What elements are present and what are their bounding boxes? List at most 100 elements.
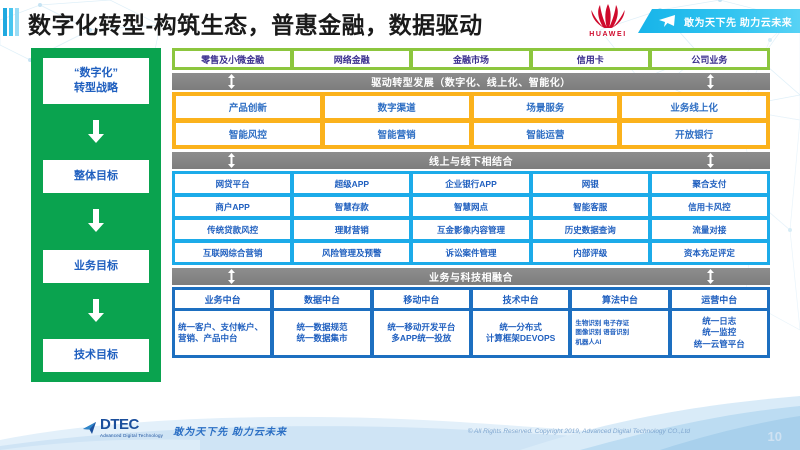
band-online-offline-title: 线上与线下相结合 [429,157,513,168]
middle-platforms-block: 业务中台 统一客户、支付帐户、营销、产品中台 数据中台 统一数据规范 统一数据集… [172,287,770,358]
platform-header-data: 数据中台 [274,290,370,308]
huawei-wordmark: HUAWEI [589,31,627,38]
drive-cell-1-1[interactable]: 智能营销 [324,123,469,145]
title-accent-bars [3,8,25,36]
drive-cell-1-3[interactable]: 开放银行 [622,123,766,145]
oo-cell-3-1[interactable]: 风险管理及预警 [294,243,410,262]
drive-row-1: 智能风控 智能营销 智能运营 开放银行 [176,123,766,145]
oo-cell-0-4[interactable]: 聚合支付 [651,174,768,193]
footer-wave-decoration [0,396,800,450]
footer-slogan: 敢为天下先 助力云未来 [173,427,287,438]
platform-body-mobile: 统一移动开发平台 多APP统一投放 [373,311,469,355]
platform-header-algorithm: 算法中台 [572,290,668,308]
oo-cell-0-1[interactable]: 超级APP [294,174,410,193]
oo-cell-0-0[interactable]: 网贷平台 [175,174,291,193]
band-business-tech-fusion: 业务与科技相融合 [172,268,770,285]
up-down-arrow-icon [228,74,235,89]
business-line-1[interactable]: 网络金融 [294,51,410,67]
dtec-tagline: Advanced Digital Technology [100,433,164,438]
paper-plane-icon [659,15,675,27]
middle-platforms-row: 业务中台 统一客户、支付帐户、营销、产品中台 数据中台 统一数据规范 统一数据集… [175,290,767,355]
up-down-arrow-icon [707,74,714,89]
dtec-logo: DTEC Advanced Digital Technology 敢为天下先 助… [82,417,287,438]
drive-cell-0-1[interactable]: 数字渠道 [324,96,469,118]
content-stack: 零售及小微金融 网络金融 金融市场 信用卡 公司业务 驱动转型发展（数字化、线上… [172,48,770,358]
platform-header-operations: 运营中台 [671,290,767,308]
platform-column-operations[interactable]: 运营中台 统一日志 统一监控 统一云管平台 [671,290,767,355]
business-line-3[interactable]: 信用卡 [532,51,648,67]
down-arrow-3 [87,283,105,339]
platform-body-business: 统一客户、支付帐户、营销、产品中台 [175,311,271,355]
copyright-text: © All Rights Reserved. Copyright 2019, A… [467,428,690,435]
band-drive-transformation: 驱动转型发展（数字化、线上化、智能化） [172,73,770,90]
oo-cell-3-0[interactable]: 互联网综合营销 [175,243,291,262]
oo-cell-1-1[interactable]: 智慧存款 [294,197,410,216]
down-arrow-icon [88,120,104,144]
drive-capabilities-block: 产品创新 数字渠道 场景服务 业务线上化 智能风控 智能营销 智能运营 开放银行 [172,92,770,149]
platform-column-business[interactable]: 业务中台 统一客户、支付帐户、营销、产品中台 [175,290,271,355]
drive-row-0: 产品创新 数字渠道 场景服务 业务线上化 [176,96,766,118]
oo-cell-1-0[interactable]: 商户APP [175,197,291,216]
platform-column-technology[interactable]: 技术中台 统一分布式 计算框架DEVOPS [472,290,569,355]
oo-cell-2-0[interactable]: 传统贷款风控 [175,220,291,239]
slide-footer: DTEC Advanced Digital Technology 敢为天下先 助… [0,394,800,450]
dtec-mark: DTEC Advanced Digital Technology [82,417,163,438]
slide-header: 数字化转型-构筑生态，普惠金融，数据驱动 HUAWEI 敢为天下先 助力云未来 [0,0,800,44]
oo-cell-3-3[interactable]: 内部评级 [532,243,648,262]
dtec-arrow-icon [83,421,96,434]
huawei-logo: HUAWEI [580,2,636,42]
drive-cell-0-2[interactable]: 场景服务 [473,96,618,118]
strategy-steps-column: “数字化”转型战略 整体目标 业务目标 技术目标 [31,48,161,382]
ribbon-text: 敢为天下先 助力云未来 [684,17,793,29]
step-technology-goal[interactable]: 技术目标 [43,338,149,372]
page-title: 数字化转型-构筑生态，普惠金融，数据驱动 [28,12,483,38]
drive-cell-0-0[interactable]: 产品创新 [176,96,320,118]
oo-cell-3-4[interactable]: 资本充足评定 [651,243,768,262]
business-line-0[interactable]: 零售及小微金融 [175,51,291,67]
page-number: 10 [767,429,782,444]
band-online-offline: 线上与线下相结合 [172,152,770,169]
platform-body-operations: 统一日志 统一监控 统一云管平台 [671,311,767,355]
drive-cell-1-2[interactable]: 智能运营 [473,123,618,145]
platform-header-technology: 技术中台 [472,290,569,308]
platform-header-mobile: 移动中台 [373,290,469,308]
oo-cell-2-4[interactable]: 流量对接 [651,220,768,239]
step-business-goal[interactable]: 业务目标 [43,249,149,283]
oo-row-2: 传统贷款风控 理财营销 互金影像内容管理 历史数据查询 流量对接 [175,220,768,239]
platform-column-mobile[interactable]: 移动中台 统一移动开发平台 多APP统一投放 [373,290,469,355]
business-line-2[interactable]: 金融市场 [413,51,529,67]
business-lines-row: 零售及小微金融 网络金融 金融市场 信用卡 公司业务 [172,48,770,70]
band-drive-title: 驱动转型发展（数字化、线上化、智能化） [371,78,571,89]
oo-cell-1-4[interactable]: 信用卡风控 [651,197,768,216]
oo-cell-2-1[interactable]: 理财营销 [294,220,410,239]
down-arrow-2 [87,193,105,249]
up-down-arrow-icon [228,153,235,168]
platform-body-technology: 统一分布式 计算框架DEVOPS [472,311,569,355]
step-digital-strategy[interactable]: “数字化”转型战略 [43,58,149,104]
platform-body-algorithm: 生物识别 电子存证 图像识别 语音识别 机器人AI [572,311,668,355]
oo-cell-2-3[interactable]: 历史数据查询 [532,220,648,239]
down-arrow-icon [88,298,104,322]
oo-cell-3-2[interactable]: 诉讼案件管理 [413,243,529,262]
band-fusion-title: 业务与科技相融合 [429,273,513,284]
oo-row-1: 商户APP 智慧存款 智慧网点 智能客服 信用卡风控 [175,197,768,216]
up-down-arrow-icon [707,269,714,284]
oo-cell-0-2[interactable]: 企业银行APP [413,174,529,193]
platform-column-algorithm[interactable]: 算法中台 生物识别 电子存证 图像识别 语音识别 机器人AI [572,290,668,355]
oo-cell-2-2[interactable]: 互金影像内容管理 [413,220,529,239]
down-arrow-icon [88,209,104,233]
oo-cell-1-2[interactable]: 智慧网点 [413,197,529,216]
up-down-arrow-icon [228,269,235,284]
down-arrow-1 [87,104,105,160]
oo-row-0: 网贷平台 超级APP 企业银行APP 网银 聚合支付 [175,174,768,193]
step-overall-goal[interactable]: 整体目标 [43,160,149,194]
platform-column-data[interactable]: 数据中台 统一数据规范 统一数据集市 [274,290,370,355]
drive-cell-1-0[interactable]: 智能风控 [176,123,320,145]
huawei-flower-icon [591,4,625,28]
drive-cell-0-3[interactable]: 业务线上化 [622,96,766,118]
oo-cell-0-3[interactable]: 网银 [532,174,648,193]
oo-cell-1-3[interactable]: 智能客服 [532,197,648,216]
up-down-arrow-icon [707,153,714,168]
business-line-4[interactable]: 公司业务 [651,51,768,67]
